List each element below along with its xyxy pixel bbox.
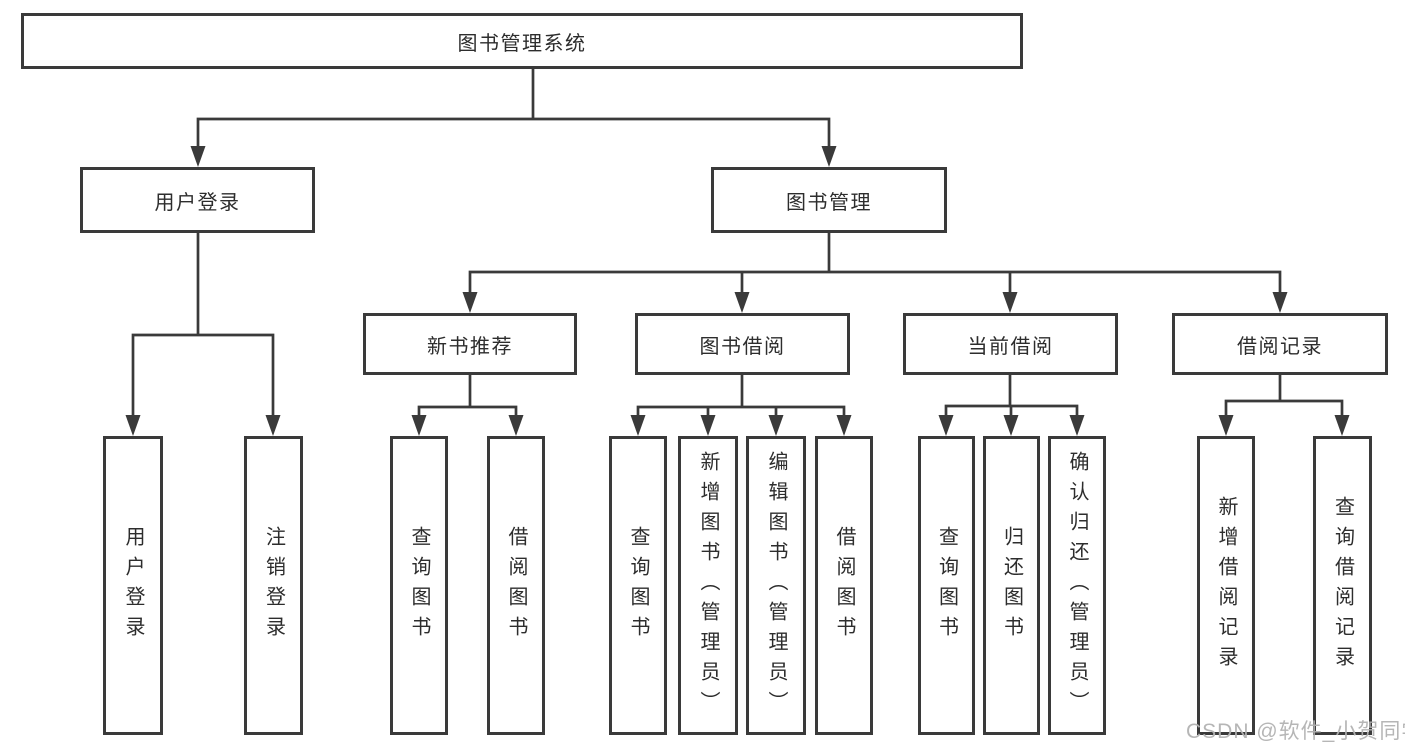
node-borrow-records-label: 借阅记录 bbox=[1237, 335, 1323, 358]
leaf-logout: 注销登录 bbox=[244, 436, 303, 735]
csdn-watermark: CSDN @软件_小贺同学 bbox=[1186, 720, 1405, 743]
leaf-borrow-query-books-label: 查询图书 bbox=[627, 525, 649, 646]
leaf-logout-label: 注销登录 bbox=[262, 525, 285, 646]
leaf-confirm-return-admin-label: 确认归还（管理员） bbox=[1066, 450, 1088, 721]
node-book-management-label: 图书管理 bbox=[786, 191, 872, 214]
leaf-add-borrow-record: 新增借阅记录 bbox=[1197, 436, 1255, 735]
leaf-borrow-books-label: 借阅图书 bbox=[833, 525, 855, 646]
node-user-login: 用户登录 bbox=[80, 167, 315, 233]
node-user-login-label: 用户登录 bbox=[154, 191, 241, 214]
leaf-current-query-books-label: 查询图书 bbox=[935, 525, 958, 646]
leaf-query-borrow-record: 查询借阅记录 bbox=[1313, 436, 1372, 735]
leaf-confirm-return-admin: 确认归还（管理员） bbox=[1048, 436, 1106, 735]
leaf-add-borrow-record-label: 新增借阅记录 bbox=[1215, 495, 1237, 676]
node-root: 图书管理系统 bbox=[21, 13, 1023, 69]
node-book-borrow: 图书借阅 bbox=[635, 313, 850, 375]
leaf-return-books-label: 归还图书 bbox=[1000, 525, 1023, 646]
node-current-borrow: 当前借阅 bbox=[903, 313, 1118, 375]
leaf-return-books: 归还图书 bbox=[983, 436, 1040, 735]
leaf-query-borrow-record-label: 查询借阅记录 bbox=[1331, 495, 1354, 676]
leaf-recommend-borrow-books-label: 借阅图书 bbox=[505, 525, 527, 646]
node-book-borrow-label: 图书借阅 bbox=[699, 335, 786, 358]
leaf-add-books-admin: 新增图书（管理员） bbox=[678, 436, 738, 735]
node-root-label: 图书管理系统 bbox=[457, 32, 587, 55]
leaf-recommend-query-books: 查询图书 bbox=[390, 436, 448, 735]
leaf-user-login: 用户登录 bbox=[103, 436, 163, 735]
leaf-borrow-query-books: 查询图书 bbox=[609, 436, 667, 735]
leaf-add-books-admin-label: 新增图书（管理员） bbox=[697, 450, 719, 721]
leaf-current-query-books: 查询图书 bbox=[918, 436, 975, 735]
node-current-borrow-label: 当前借阅 bbox=[967, 335, 1054, 358]
leaf-recommend-query-books-label: 查询图书 bbox=[408, 525, 430, 646]
node-borrow-records: 借阅记录 bbox=[1172, 313, 1388, 375]
node-new-book-recommend: 新书推荐 bbox=[363, 313, 577, 375]
node-new-book-recommend-label: 新书推荐 bbox=[427, 335, 513, 358]
leaf-borrow-books: 借阅图书 bbox=[815, 436, 873, 735]
leaf-user-login-label: 用户登录 bbox=[122, 525, 144, 646]
leaf-edit-books-admin-label: 编辑图书（管理员） bbox=[765, 450, 787, 721]
node-book-management: 图书管理 bbox=[711, 167, 947, 233]
leaf-edit-books-admin: 编辑图书（管理员） bbox=[746, 436, 806, 735]
leaf-recommend-borrow-books: 借阅图书 bbox=[487, 436, 545, 735]
